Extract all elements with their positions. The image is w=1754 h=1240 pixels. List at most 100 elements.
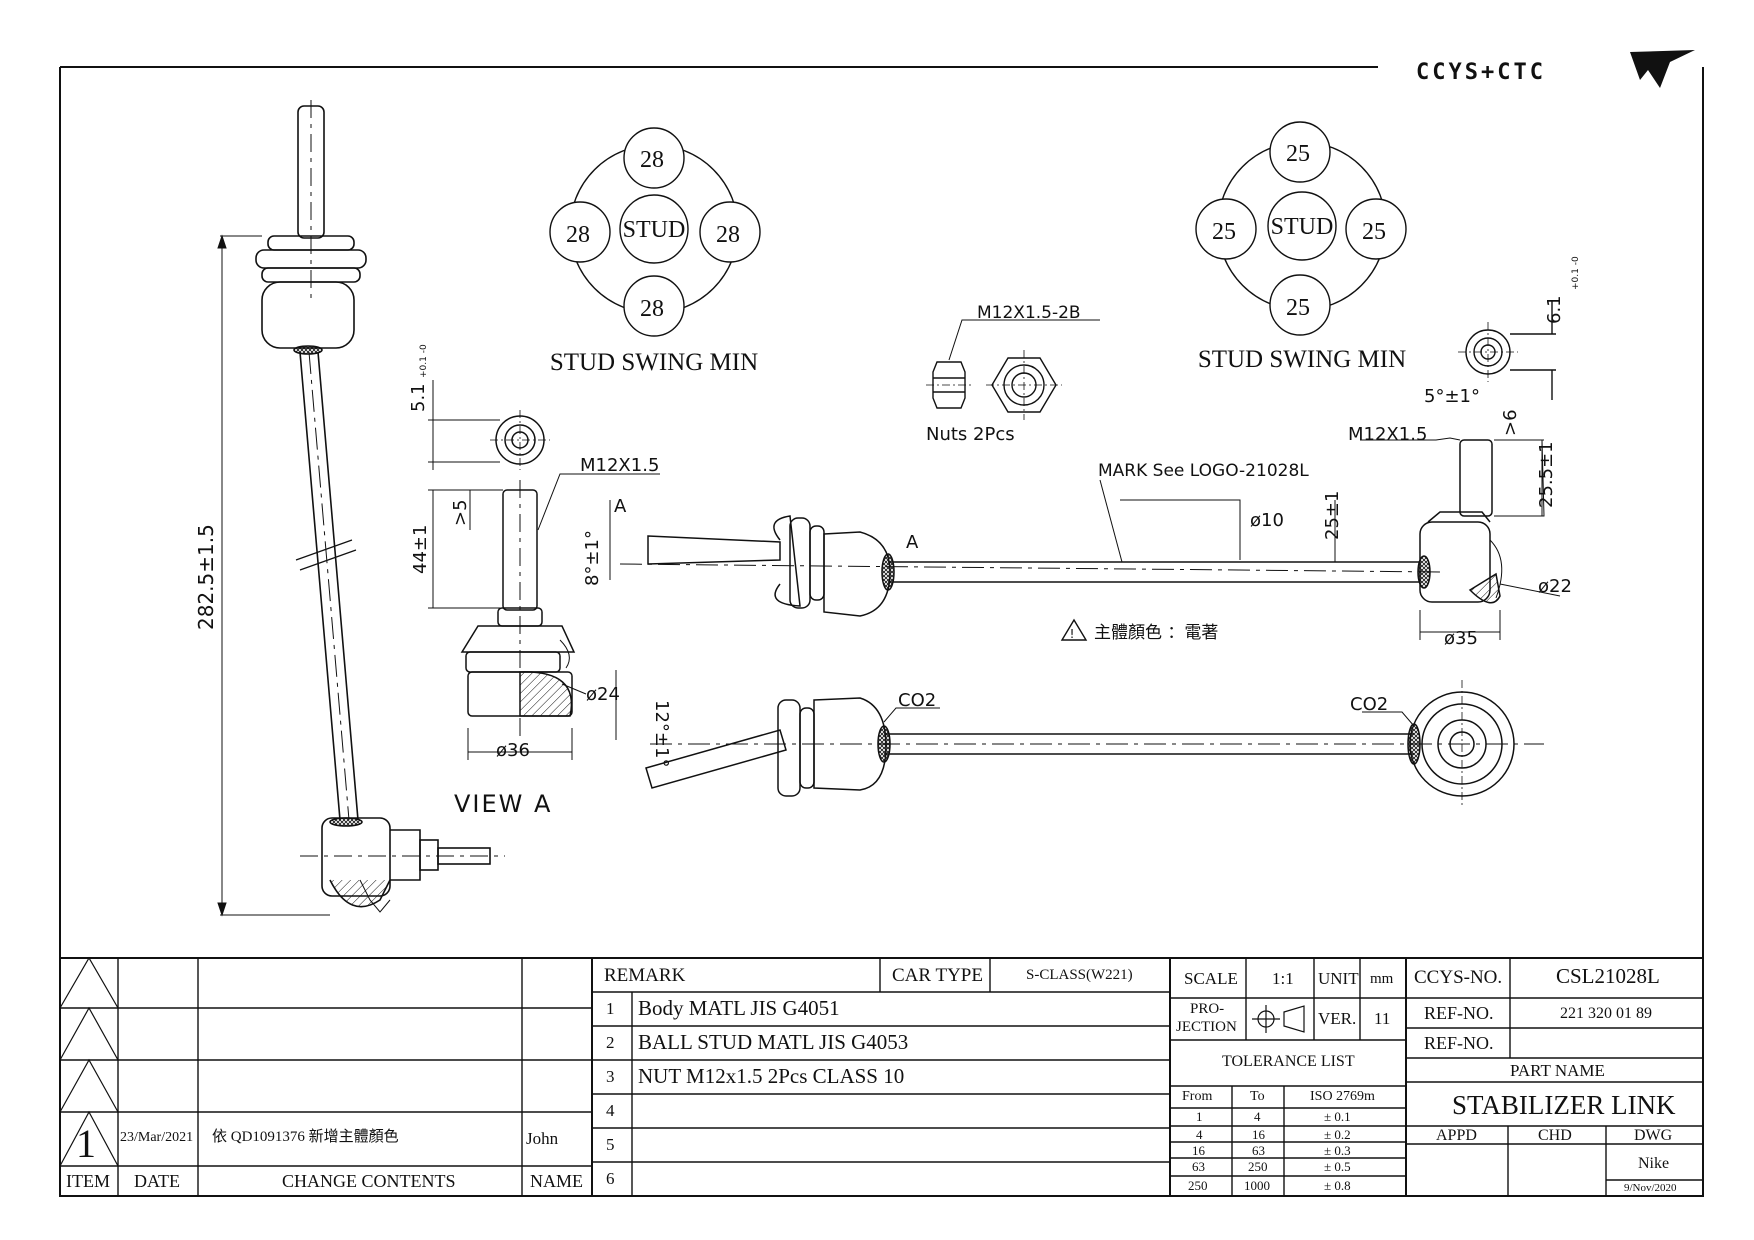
swing-left-right: 28: [716, 222, 740, 248]
title-block-grid: [59, 956, 1704, 1197]
dim-hex-depth-right: 6.1: [1544, 295, 1565, 324]
swing-right-caption: STUD SWING MIN: [1198, 346, 1406, 373]
ver-value: 11: [1374, 1009, 1391, 1028]
dim-overall-length: [217, 234, 330, 917]
dim-hex-depth-right-tol: +0.1 -0: [1571, 256, 1581, 290]
scale-label: SCALE: [1184, 969, 1238, 988]
end-view-right: [1458, 300, 1556, 400]
mark-note: MARK See LOGO-21028L: [1098, 461, 1309, 481]
header-name: NAME: [530, 1171, 583, 1191]
view-a-drawing: [460, 410, 576, 740]
svg-text:!: !: [1070, 627, 1075, 641]
dwg-date: 9/Nov/2020: [1624, 1182, 1677, 1194]
dim-hex-depth-left: 5.1: [408, 383, 429, 412]
chamfer-right: CO2: [1350, 694, 1388, 715]
swing-right-right: 25: [1362, 219, 1386, 245]
section-mark-a-right: A: [906, 532, 919, 553]
section-mark-a-left: A: [614, 496, 627, 517]
tol-value-3: ± 0.3: [1324, 1143, 1351, 1158]
tol-to-2: 16: [1252, 1127, 1265, 1142]
dim-bar-dia: ø10: [1250, 510, 1284, 531]
tol-value-2: ± 0.2: [1324, 1127, 1351, 1142]
dim-hex-min-left: >5: [450, 499, 471, 526]
ver-label: VER.: [1318, 1009, 1357, 1028]
dim-housing-left: ø36: [496, 740, 530, 761]
tol-header-iso: ISO 2769m: [1310, 1089, 1375, 1104]
revision-name-4: John: [526, 1129, 559, 1148]
remark-no-4: 4: [606, 1101, 615, 1120]
swing-right-bottom: 25: [1286, 295, 1310, 321]
swing-right-center: STUD: [1271, 214, 1334, 240]
swing-left-left: 28: [566, 222, 590, 248]
projection-label-2: JECTION: [1176, 1019, 1237, 1035]
tol-from-2: 4: [1196, 1127, 1203, 1142]
swing-left-caption: STUD SWING MIN: [550, 349, 758, 376]
chamfer-left: CO2: [898, 690, 936, 711]
car-type-label: CAR TYPE: [892, 965, 983, 986]
view-a-dims: [428, 380, 660, 760]
tolerance-title: TOLERANCE LIST: [1222, 1053, 1355, 1070]
dim-housing-right: ø35: [1444, 628, 1478, 649]
dim-angle-8: 8°±1°: [582, 530, 603, 586]
dim-stud-length: 44±1: [410, 525, 431, 574]
tol-to-3: 63: [1252, 1143, 1265, 1158]
revision-date-4: 23/Mar/2021: [120, 1130, 194, 1145]
tol-to-4: 250: [1248, 1159, 1268, 1174]
appd-label: APPD: [1436, 1127, 1477, 1144]
dim-ball-left: ø24: [586, 684, 620, 705]
unit-label: UNIT: [1318, 969, 1359, 988]
logo-mark-icon: [1630, 50, 1695, 88]
swing-diagram-left: [549, 127, 761, 337]
remark-no-2: 2: [606, 1033, 615, 1052]
nuts-drawing: [926, 319, 1100, 420]
warning-icon: [1060, 618, 1088, 641]
ccys-no-label: CCYS-NO.: [1414, 967, 1503, 988]
remark-no-6: 6: [606, 1169, 615, 1188]
view-a-label: VIEW A: [454, 790, 552, 818]
dim-hex-min-right: >6: [1500, 409, 1521, 436]
nuts-label: Nuts 2Pcs: [926, 424, 1015, 445]
header-date: DATE: [134, 1171, 180, 1191]
dim-angle-5: 5°±1°: [1424, 386, 1480, 407]
tol-value-1: ± 0.1: [1324, 1109, 1351, 1124]
remark-text-3: NUT M12x1.5 2Pcs CLASS 10: [638, 1064, 905, 1088]
part-name-value: STABILIZER LINK: [1452, 1090, 1676, 1120]
side-view-vertical-link: [255, 100, 505, 913]
dwg-name: Nike: [1638, 1155, 1670, 1172]
ref-no-label-1: REF-NO.: [1424, 1003, 1494, 1023]
tol-value-4: ± 0.5: [1324, 1159, 1351, 1174]
revision-content-4: 依 QD1091376 新增主體顏色: [212, 1129, 399, 1145]
tol-from-1: 1: [1196, 1109, 1203, 1124]
remark-text-2: BALL STUD MATL JIS G4053: [638, 1030, 909, 1054]
tol-header-to: To: [1250, 1089, 1265, 1104]
tol-to-5: 1000: [1244, 1178, 1270, 1193]
ref-no-label-2: REF-NO.: [1424, 1033, 1494, 1053]
revision-item-4: 1: [76, 1121, 96, 1166]
swing-left-bottom: 28: [640, 296, 664, 322]
projection-symbol-icon: [1252, 1005, 1305, 1033]
swing-left-top: 28: [640, 147, 664, 173]
remark-text-1: Body MATL JIS G4051: [638, 996, 840, 1020]
tol-header-from: From: [1182, 1089, 1213, 1104]
remark-header: REMARK: [604, 965, 686, 986]
front-view-link: [619, 439, 1503, 617]
color-note: 主體顏色 ：電著: [1094, 623, 1218, 643]
nut-thread-label: M12X1.5-2B: [977, 303, 1081, 323]
dim-angle-12: 12°±1°: [651, 700, 672, 767]
tol-value-5: ± 0.8: [1324, 1178, 1351, 1193]
swing-diagram-right: [1195, 121, 1407, 336]
scale-value: 1:1: [1272, 969, 1294, 988]
unit-value: mm: [1370, 971, 1394, 987]
swing-left-center: STUD: [623, 217, 686, 243]
dim-stud-height-right: 25.5±1: [1536, 441, 1557, 508]
ref-no-value-1: 221 320 01 89: [1560, 1005, 1652, 1022]
chd-label: CHD: [1538, 1127, 1572, 1144]
dim-hex-depth-left-tol: +0.1 -0: [419, 344, 429, 378]
dwg-label: DWG: [1634, 1127, 1673, 1144]
thread-left-label: M12X1.5: [580, 455, 659, 476]
top-view-link: [615, 670, 1544, 808]
tol-to-1: 4: [1254, 1109, 1261, 1124]
car-type-value: S-CLASS(W221): [1026, 967, 1133, 983]
remark-no-5: 5: [606, 1135, 615, 1154]
